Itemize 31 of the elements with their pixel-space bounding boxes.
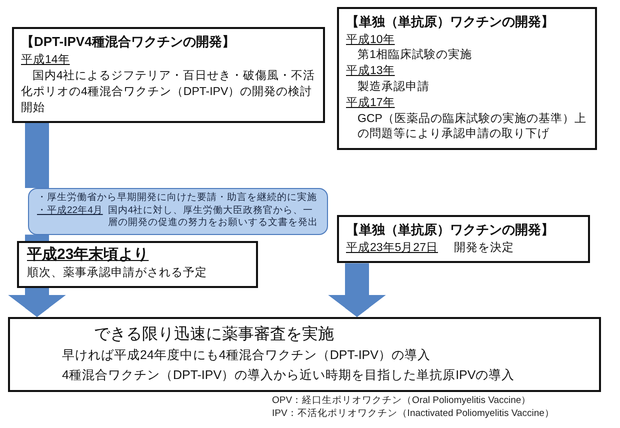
box-heading: 【単独（単抗原）ワクチンの開発】: [346, 221, 554, 239]
date-label: 平成13年: [346, 64, 395, 80]
milestone-box: [17, 241, 258, 288]
box-heading: 【単独（単抗原）ワクチンの開発】: [346, 13, 554, 31]
date-label: 平成10年: [346, 32, 395, 48]
description-text: 製造承認申請: [356, 80, 430, 95]
milestone-heading: 平成23年末頃より: [27, 245, 149, 265]
summary-text: 早ければ平成24年度中にも4種混合ワクチン（DPT-IPV）の導入: [62, 347, 430, 364]
block-arrow: [328, 263, 386, 317]
footnote: OPV：経口生ポリオワクチン（Oral Poliomyelitis Vaccine）: [272, 395, 532, 408]
info-box: [337, 7, 597, 150]
box-heading: 【DPT-IPV4種混合ワクチンの開発】: [21, 33, 235, 51]
note-bubble: [28, 188, 328, 235]
description-text: 第1相臨床試験の実施: [356, 48, 472, 63]
footnote: IPV：不活化ポリオワクチン（Inactivated Poliomyelitis Vaccine）: [272, 408, 554, 421]
block-arrow: [8, 288, 66, 317]
date-label: 平成23年5月27日: [346, 240, 438, 256]
date-label: 平成17年: [346, 96, 395, 112]
date-label: 平成14年: [21, 52, 70, 68]
note-text: ・厚生労働省から早期開発に向けた要請・助言を継続的に実施: [37, 192, 317, 205]
note-text: 国内4社に対し、厚生労働大臣政務官から、一層の開発の促進の努力をお願いする文書を発出: [108, 204, 319, 230]
description-text: 順次、薬事承認申請がされる予定: [27, 266, 207, 282]
summary-heading: できる限り迅速に薬事審査を実施: [94, 324, 334, 345]
description-text: GCP（医薬品の臨床試験の実施の基準）上の問題等により承認申請の取り下げ: [356, 112, 588, 142]
info-box: [12, 27, 325, 123]
description-text: 開発を決定: [454, 240, 514, 256]
description-text: 国内4社によるジフテリア・百日せき・破傷風・不活化ポリオの4種混合ワクチン（DPT-IPV）の開発の検討開始: [21, 68, 316, 116]
summary-text: 4種混合ワクチン（DPT-IPV）の導入から近い時期を目指した単抗原IPVの導入: [62, 366, 515, 384]
summary-box: [8, 317, 601, 392]
date-label: ・平成22年4月: [37, 204, 103, 218]
info-box: [337, 215, 590, 264]
